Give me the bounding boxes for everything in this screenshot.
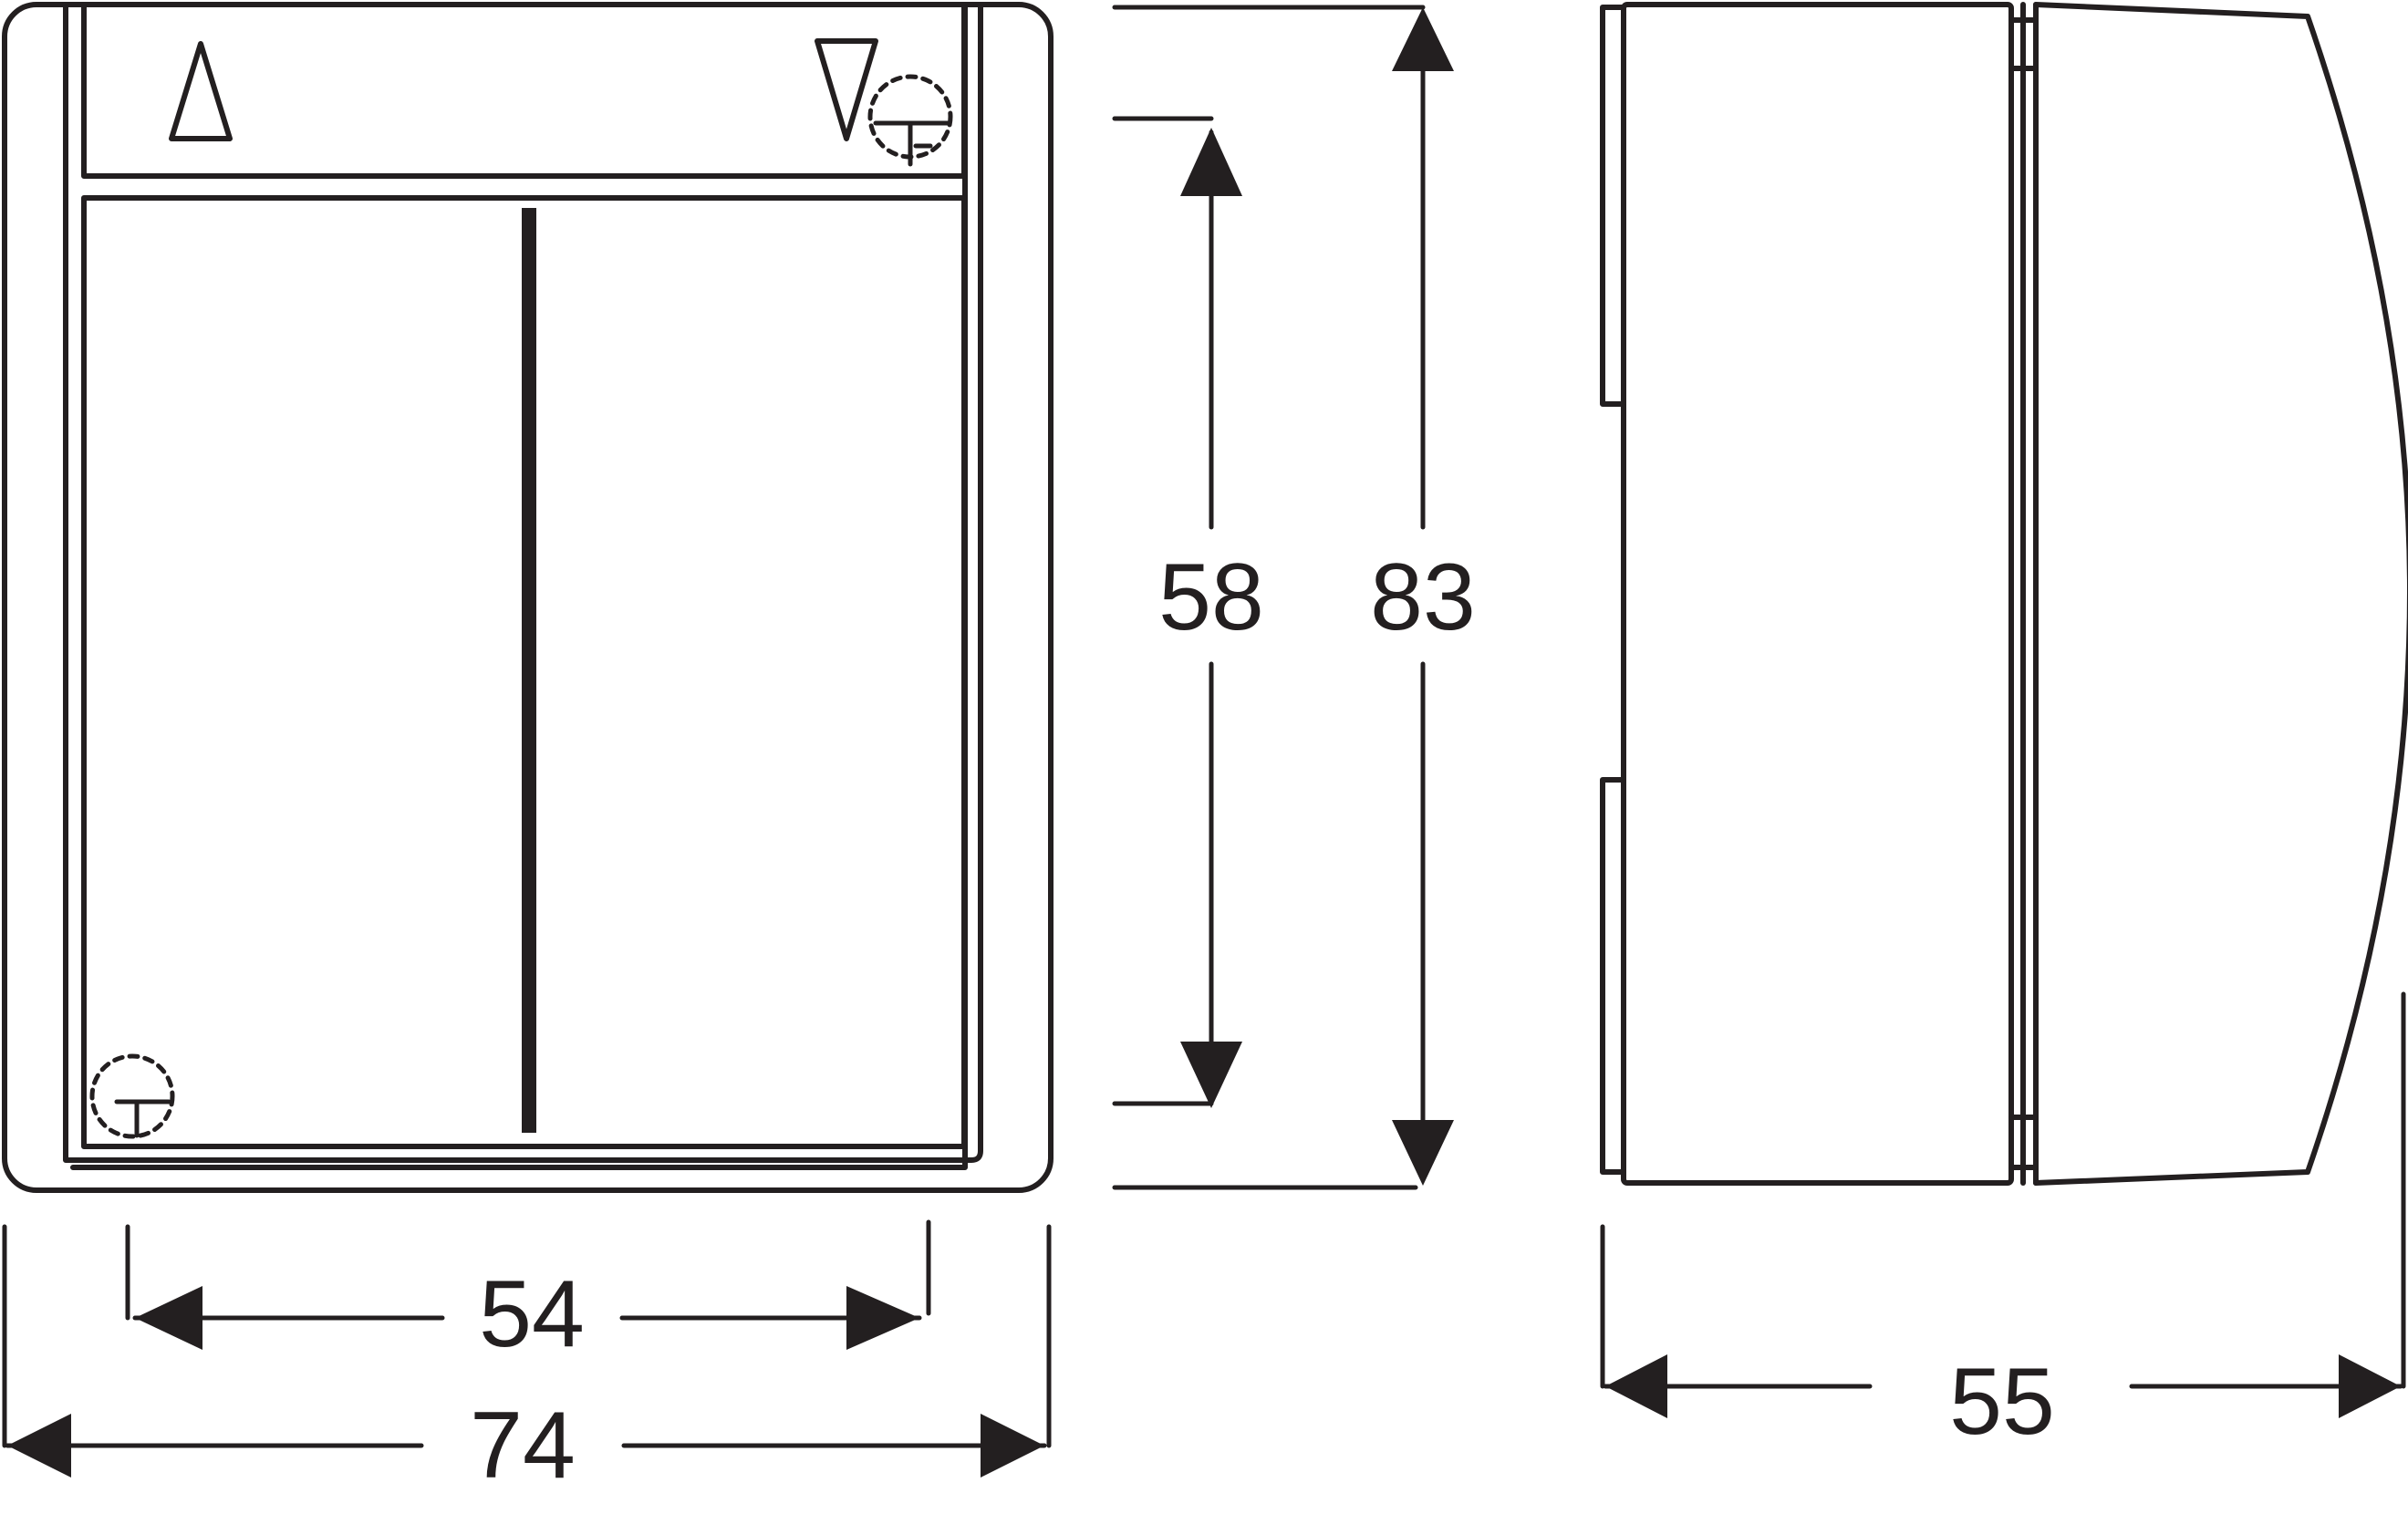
mounting-plate bbox=[1600, 5, 1626, 407]
dimension-54-label: 54 bbox=[479, 1261, 585, 1367]
dimension-83: 83 bbox=[1112, 5, 1476, 1190]
up-arrow-icon bbox=[169, 41, 233, 141]
dimension-58-label: 58 bbox=[1158, 544, 1264, 650]
side-view bbox=[1600, 2, 2408, 1186]
ground-symbol-icon-bottom bbox=[81, 1053, 175, 1139]
dimension-83-label: 83 bbox=[1370, 544, 1476, 650]
down-arrow-icon bbox=[815, 38, 878, 141]
dimension-74: 74 bbox=[2, 1224, 1052, 1498]
inner-frame bbox=[63, 5, 983, 1163]
inner-frame-secondary bbox=[70, 5, 968, 1170]
base-body bbox=[1621, 2, 2014, 1186]
dimension-74-label: 74 bbox=[470, 1393, 576, 1498]
dimension-55: 55 bbox=[1600, 991, 2406, 1455]
front-view bbox=[2, 2, 1054, 1193]
rocker-panel bbox=[81, 195, 967, 1149]
outer-frame bbox=[2, 2, 1054, 1193]
dimension-54: 54 bbox=[125, 1219, 931, 1367]
ground-symbol-icon-top bbox=[867, 74, 953, 167]
dimension-55-label: 55 bbox=[1949, 1349, 2055, 1455]
curved-cover bbox=[2033, 2, 2408, 1186]
label-panel bbox=[81, 5, 967, 179]
dimension-58: 58 bbox=[1112, 116, 1264, 1108]
